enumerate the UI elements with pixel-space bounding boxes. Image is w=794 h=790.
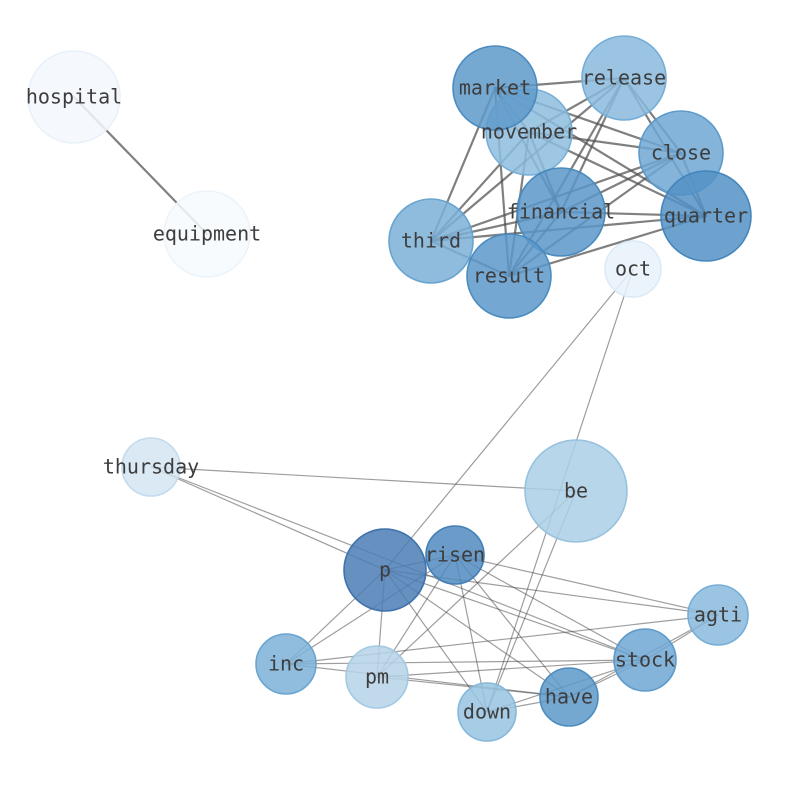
node-result bbox=[466, 233, 552, 319]
node-label-pm: pm bbox=[365, 665, 389, 689]
node-quarter bbox=[660, 170, 752, 262]
node-label-release: release bbox=[582, 66, 666, 90]
node-label-close: close bbox=[651, 141, 711, 165]
node-label-november: november bbox=[481, 120, 577, 144]
node-be bbox=[524, 439, 628, 543]
node-label-market: market bbox=[459, 76, 531, 100]
node-label-oct: oct bbox=[615, 257, 651, 281]
edge-risen-have bbox=[454, 554, 570, 698]
node-risen bbox=[425, 525, 485, 585]
node-inc bbox=[255, 633, 317, 695]
node-label-thursday: thursday bbox=[103, 455, 199, 479]
node-label-hospital: hospital bbox=[26, 85, 122, 109]
node-label-result: result bbox=[473, 264, 545, 288]
node-stock bbox=[613, 628, 677, 692]
edge-oct-p bbox=[384, 268, 634, 571]
node-label-equipment: equipment bbox=[153, 222, 261, 246]
node-thursday bbox=[121, 437, 181, 497]
edge-pm-stock bbox=[376, 659, 646, 678]
node-label-risen: risen bbox=[425, 543, 485, 567]
edge-risen-inc bbox=[285, 554, 456, 665]
node-down bbox=[457, 682, 517, 742]
node-p bbox=[343, 528, 427, 612]
node-pm bbox=[345, 645, 409, 709]
edges-layer bbox=[72, 76, 719, 713]
node-label-agti: agti bbox=[694, 603, 742, 627]
node-agti bbox=[687, 584, 749, 646]
node-release bbox=[581, 35, 667, 121]
node-have bbox=[539, 667, 599, 727]
node-label-have: have bbox=[545, 685, 593, 709]
edge-thursday-p bbox=[150, 466, 386, 571]
edge-risen-agti bbox=[454, 554, 719, 616]
node-market bbox=[452, 45, 538, 131]
labels-layer: hospital equipment november release market cl… bbox=[26, 66, 748, 724]
node-label-be: be bbox=[564, 479, 588, 503]
node-hospital bbox=[27, 50, 121, 144]
node-label-financial: financial bbox=[507, 200, 615, 224]
node-equipment bbox=[163, 190, 251, 278]
node-label-p: p bbox=[379, 558, 391, 582]
node-label-down: down bbox=[463, 700, 511, 724]
nodes-layer bbox=[27, 35, 752, 742]
node-label-quarter: quarter bbox=[664, 204, 748, 228]
edge-p-stock bbox=[384, 569, 646, 661]
edge-thursday-be bbox=[150, 466, 577, 492]
node-label-third: third bbox=[401, 229, 461, 253]
node-third bbox=[388, 198, 474, 284]
node-label-inc: inc bbox=[268, 652, 304, 676]
node-oct bbox=[604, 240, 662, 298]
edge-risen-stock bbox=[454, 554, 646, 661]
node-label-stock: stock bbox=[615, 648, 675, 672]
node-financial bbox=[516, 167, 606, 257]
edge-inc-stock bbox=[285, 659, 646, 665]
